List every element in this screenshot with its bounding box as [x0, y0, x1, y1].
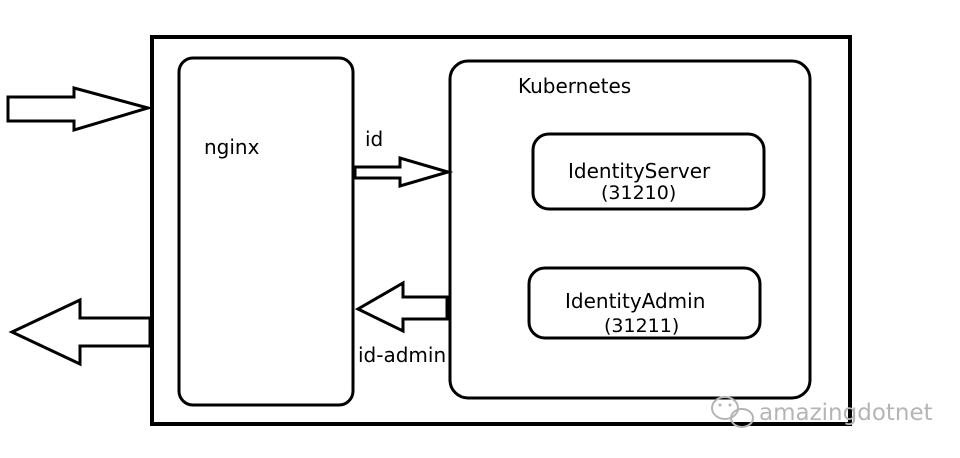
outgoing-response-arrow: [8, 297, 152, 367]
kubernetes-label: Kubernetes: [518, 74, 631, 98]
id-admin-route-label: id-admin: [358, 343, 446, 367]
id-route-arrow: [353, 156, 454, 188]
nginx-label: nginx: [204, 135, 260, 159]
identity-server-box: [531, 132, 766, 211]
identity-server-name: IdentityServer: [568, 159, 711, 183]
id-admin-route-arrow: [354, 280, 449, 334]
identity-admin-box: [527, 266, 762, 340]
identity-admin-name: IdentityAdmin: [565, 289, 705, 313]
outer-boundary: [150, 35, 852, 426]
watermark-text: amazingdotnet: [759, 400, 933, 426]
identity-server-port: (31210): [601, 182, 676, 204]
kubernetes-box: [448, 59, 812, 400]
wechat-icon: [711, 396, 754, 428]
identity-admin-port: (31211): [604, 315, 679, 337]
incoming-request-arrow: [6, 86, 154, 133]
nginx-box: [177, 56, 355, 407]
id-route-label: id: [365, 127, 383, 151]
